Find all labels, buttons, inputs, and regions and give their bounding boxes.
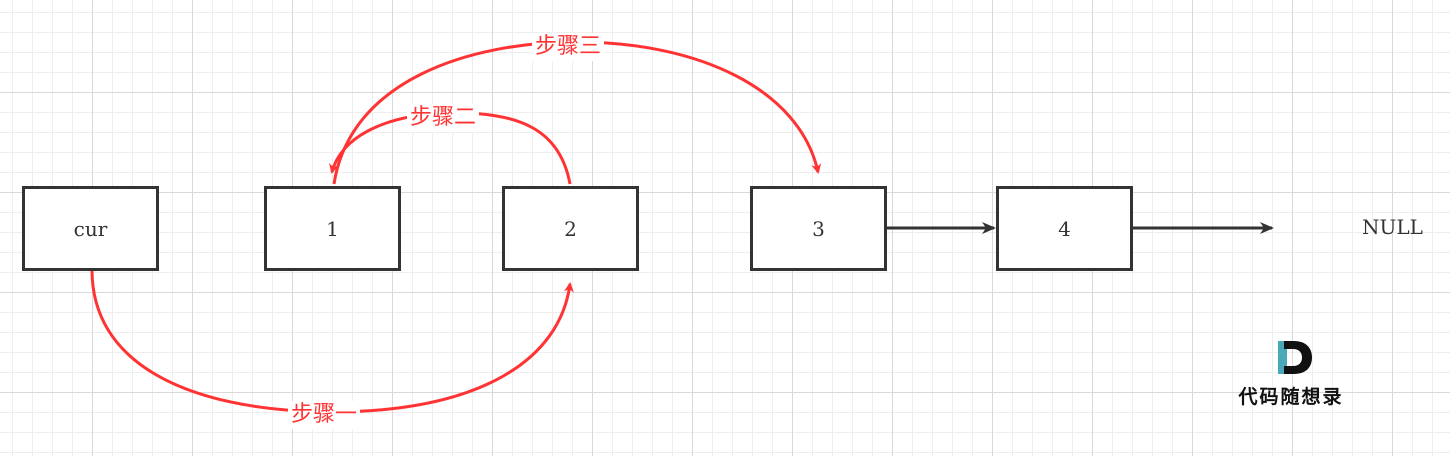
node-1: 1 [264, 186, 401, 271]
node-cur: cur [22, 186, 159, 271]
step-one-arrow [90, 269, 574, 414]
logo-d-icon [1278, 341, 1312, 374]
logo: 代码随想录 [1226, 338, 1356, 408]
null-label: NULL [1362, 215, 1423, 239]
node-2: 2 [502, 186, 639, 271]
step-three-label: 步骤三 [532, 33, 605, 61]
node-3: 3 [750, 186, 887, 271]
step-one-label: 步骤一 [288, 401, 361, 429]
logo-text: 代码随想录 [1238, 386, 1344, 408]
node-4: 4 [996, 186, 1133, 271]
step-two-label: 步骤二 [407, 104, 480, 132]
